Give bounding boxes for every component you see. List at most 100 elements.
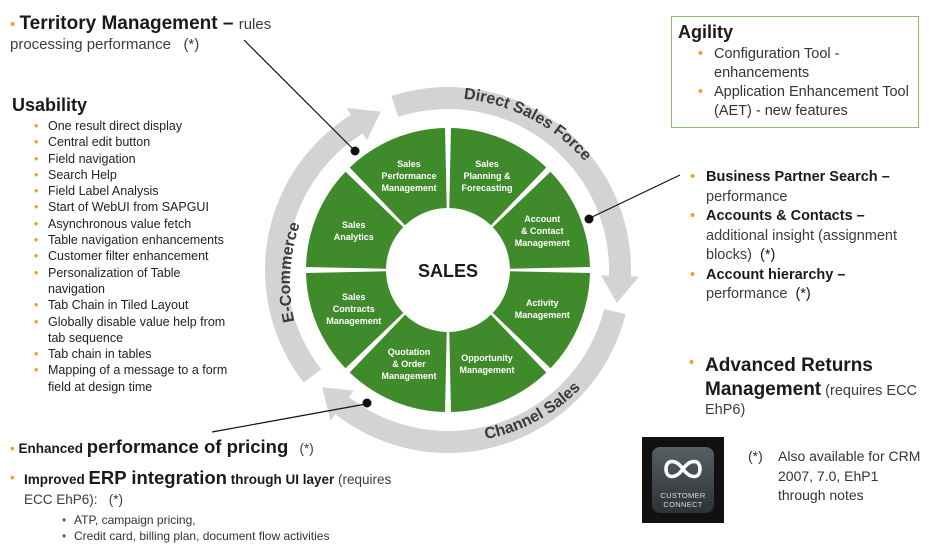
- segment-label: Sales: [342, 220, 366, 230]
- usability-item: Tab chain in tables: [34, 346, 237, 363]
- segment-label: Management: [381, 183, 436, 193]
- usability-item: Field navigation: [34, 151, 237, 168]
- usability-item: Personalization of Table navigation: [34, 265, 237, 298]
- segment-wedge: [492, 271, 590, 369]
- segment-wedge: [306, 271, 404, 369]
- usability-item: Table navigation enhancements: [34, 232, 237, 249]
- center-circle: [386, 208, 510, 332]
- usability-list: One result direct displayCentral edit bu…: [12, 118, 237, 395]
- usability-item: Central edit button: [34, 134, 237, 151]
- bullet-icon: •: [689, 355, 695, 371]
- sales-segments: SalesPerformanceManagementSalesPlanning …: [306, 128, 590, 412]
- infinity-icon: [664, 459, 702, 479]
- usability-item: Start of WebUI from SAPGUI: [34, 199, 237, 216]
- usability-item: Mapping of a message to a form field at …: [34, 362, 237, 395]
- segment-wedge: [349, 314, 447, 412]
- logo-tile: CUSTOMER CONNECT: [652, 447, 714, 513]
- process-cycle-arrows: [265, 86, 639, 453]
- erp-note: (*): [108, 492, 124, 507]
- connector-pricing: [211, 403, 367, 433]
- agility-item: Application Enhancement Tool (AET) - new…: [698, 83, 912, 121]
- territory-description: rules processing performance: [10, 16, 272, 53]
- cycle-arrow: [322, 308, 626, 453]
- usability-item: Tab Chain in Tiled Layout: [34, 297, 237, 314]
- item-note: (*): [787, 286, 811, 302]
- usability-item: Globally disable value help from tab seq…: [34, 314, 237, 347]
- bullet-icon: •: [10, 441, 15, 456]
- returns-title: Advanced Returns Management: [705, 355, 873, 400]
- item-heading: Business Partner Search –: [706, 169, 890, 185]
- segment-label: Opportunity: [461, 353, 513, 363]
- usability-block: Usability One result direct displayCentr…: [12, 95, 237, 395]
- cycle-arrow: [265, 108, 381, 383]
- footnote: (*) Also available for CRM 2007, 7.0, Eh…: [748, 447, 923, 506]
- footnote-text: Also available for CRM 2007, 7.0, EhP1 t…: [778, 448, 921, 503]
- logo-caption-line2: CONNECT: [663, 500, 703, 509]
- connector-dot: [362, 398, 372, 408]
- cycle-arrow: [391, 86, 639, 303]
- erp-title: ERP integration: [88, 467, 227, 488]
- business-partner-block: Business Partner Search –performanceAcco…: [690, 168, 926, 305]
- business-partner-list: Business Partner Search –performanceAcco…: [690, 168, 926, 305]
- segment-label: Management: [515, 310, 570, 320]
- territory-management-block: • Territory Management – rules processin…: [10, 14, 310, 55]
- erp-item: Credit card, billing plan, document flow…: [62, 528, 410, 544]
- pricing-note: (*): [299, 441, 314, 456]
- agility-list: Configuration Tool - enhancementsApplica…: [678, 45, 912, 121]
- advanced-returns-block: • Advanced Returns Management (requires …: [689, 354, 925, 421]
- segment-label: & Order: [392, 359, 426, 369]
- segment-label: Management: [381, 371, 436, 381]
- connector-dot: [350, 146, 360, 156]
- business-partner-item: Account hierarchy – performance (*): [690, 266, 926, 305]
- segment-label: Forecasting: [462, 183, 513, 193]
- segment-label: Planning &: [464, 171, 512, 181]
- business-partner-item: Business Partner Search – performance: [690, 168, 926, 207]
- usability-title: Usability: [12, 95, 88, 115]
- usability-item: Asynchronous value fetch: [34, 216, 237, 233]
- agility-item: Configuration Tool - enhancements: [698, 45, 912, 83]
- item-description: performance: [706, 188, 788, 205]
- item-heading: Accounts & Contacts –: [706, 208, 865, 224]
- erp-item: ATP, campaign pricing,: [62, 512, 410, 528]
- territory-note: (*): [183, 36, 200, 53]
- bullet-icon: •: [10, 16, 16, 33]
- segment-wedge: [306, 171, 404, 269]
- erp-prefix: Improved: [24, 472, 85, 487]
- segment-label: Performance: [381, 171, 436, 181]
- item-heading: Account hierarchy –: [706, 266, 846, 283]
- returns-description: (requires ECC EhP6): [705, 382, 918, 419]
- usability-item: Field Label Analysis: [34, 183, 237, 200]
- segment-label: Account: [524, 214, 560, 224]
- business-partner-item: Accounts & Contacts – additional insight …: [690, 207, 926, 266]
- segment-label: Contracts: [333, 304, 375, 314]
- agility-title: Agility: [678, 22, 734, 42]
- erp-integration-block: • Improved ERP integration through UI la…: [10, 468, 410, 544]
- connector-territory: [243, 39, 355, 151]
- item-description: performance: [706, 286, 788, 302]
- segment-label: Management: [515, 238, 570, 248]
- item-note: (*): [751, 247, 776, 263]
- usability-item: One result direct display: [34, 118, 237, 135]
- connector-business-partner: [589, 174, 681, 219]
- item-description: additional insight (assignment blocks): [706, 227, 898, 264]
- bullet-icon: •: [10, 470, 15, 485]
- pricing-title: performance of pricing: [86, 436, 289, 457]
- agility-box: Agility Configuration Tool - enhancement…: [671, 16, 919, 128]
- segment-label: Sales: [475, 159, 499, 169]
- pricing-block: • Enhanced performance of pricing (*): [10, 436, 430, 460]
- customer-connect-logo: CUSTOMER CONNECT: [642, 437, 724, 523]
- segment-label: Quotation: [388, 347, 431, 357]
- pricing-prefix: Enhanced: [18, 441, 84, 456]
- segment-label: Management: [326, 316, 381, 326]
- usability-item: Search Help: [34, 167, 237, 184]
- logo-caption-line1: CUSTOMER: [660, 491, 706, 500]
- erp-suffix: through UI layer: [230, 472, 335, 487]
- segment-wedge: [349, 128, 447, 226]
- erp-requirement: (requires ECC EhP6):: [24, 472, 392, 507]
- logo-caption: CUSTOMER CONNECT: [652, 491, 714, 509]
- footnote-marker: (*): [748, 448, 763, 464]
- erp-list: ATP, campaign pricing,Credit card, billi…: [10, 512, 410, 544]
- segment-label: Sales: [397, 159, 421, 169]
- segment-label: Activity: [526, 298, 559, 308]
